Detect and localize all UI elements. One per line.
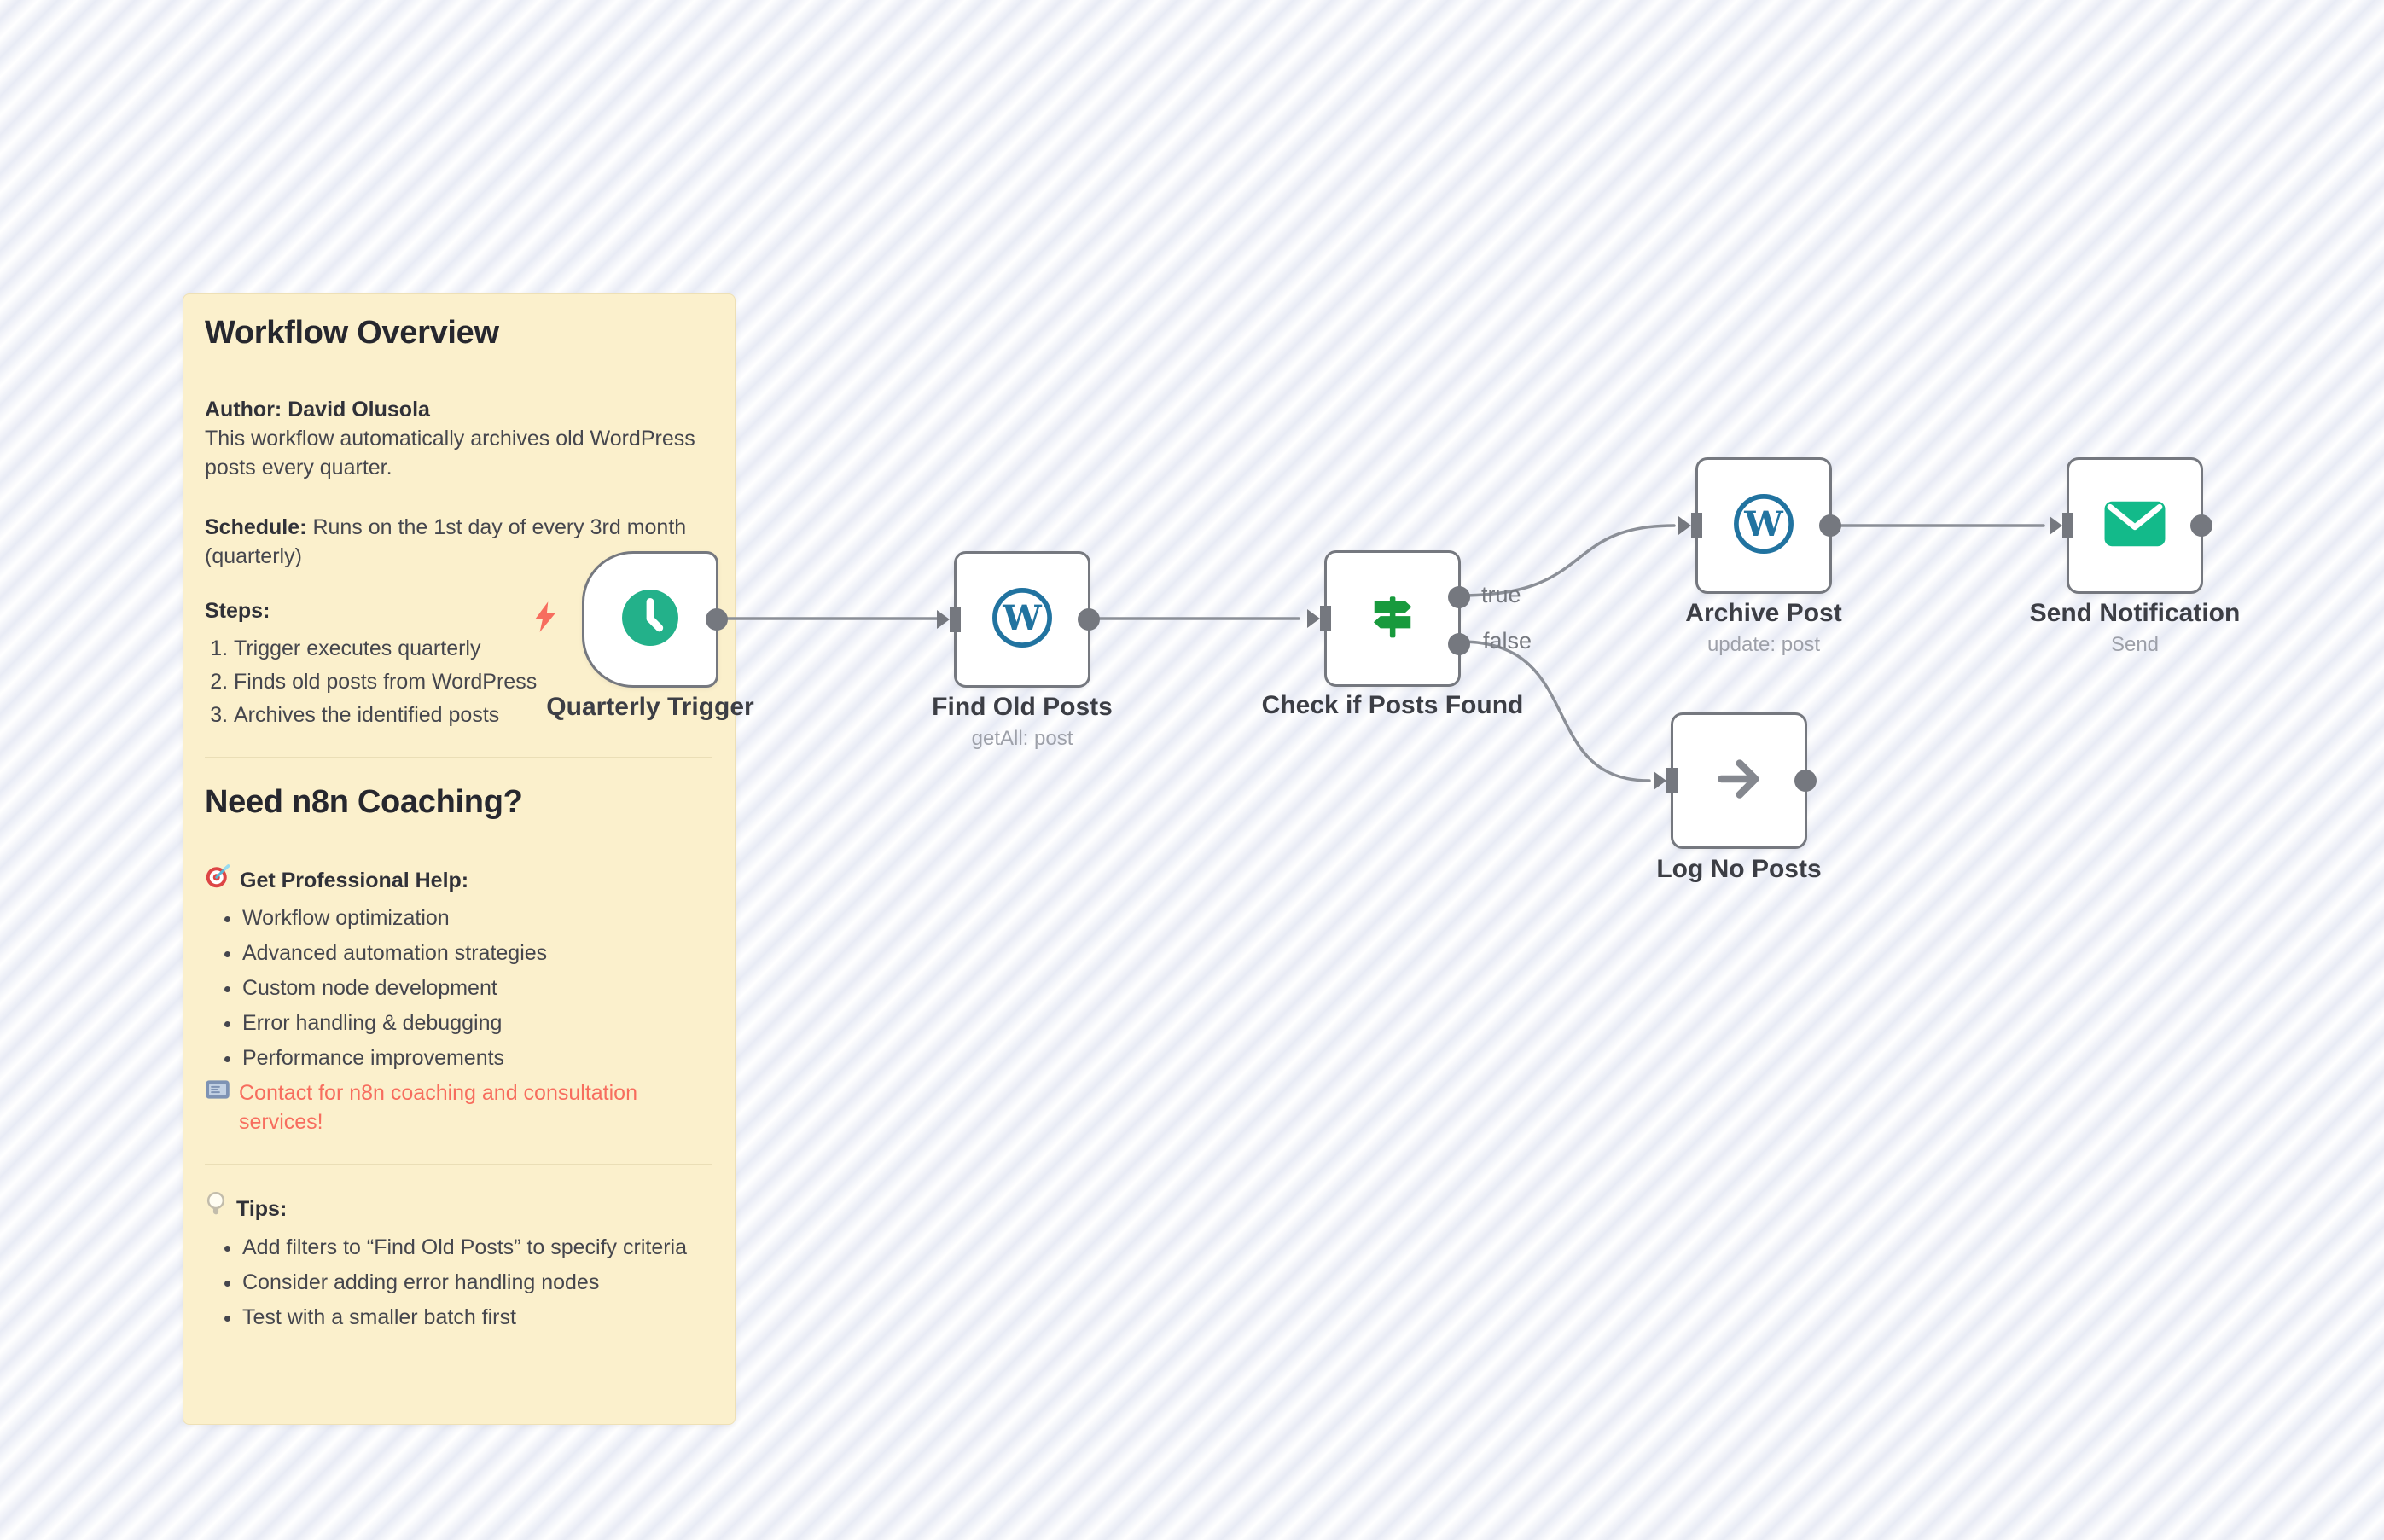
svg-text:W: W	[1743, 503, 1783, 543]
sticky-title: Workflow Overview	[205, 315, 499, 351]
schedule-line: Schedule: Runs on the 1st day of every 3…	[205, 513, 712, 571]
tip-item: Add filters to “Find Old Posts” to speci…	[242, 1233, 712, 1262]
branch-label-true: true	[1481, 582, 1521, 607]
branch-label-false: false	[1483, 628, 1532, 654]
node-send-notification[interactable]	[2050, 457, 2212, 594]
author-value: David Olusola	[288, 397, 430, 421]
bulb-icon	[205, 1191, 227, 1226]
wire-true-to-archive	[1459, 524, 1676, 597]
tip-item: Consider adding error handling nodes	[242, 1268, 712, 1297]
step-item: Trigger executes quarterly	[234, 634, 712, 663]
divider	[205, 1164, 712, 1166]
node-label: Log No Posts	[1656, 855, 1822, 883]
node-label: Find Old Posts	[932, 693, 1113, 721]
node-find-old-posts[interactable]: W	[937, 551, 1100, 688]
input-port	[2050, 513, 2073, 538]
node-label: Quarterly Trigger	[546, 693, 754, 721]
help-item: Error handling & debugging	[242, 1008, 712, 1037]
input-port	[937, 607, 961, 632]
node-label: Check if Posts Found	[1261, 691, 1524, 719]
input-port	[1307, 606, 1331, 631]
steps-label: Steps:	[205, 598, 270, 623]
node-subtitle: update: post	[1707, 633, 1821, 656]
help-item: Workflow optimization	[242, 904, 712, 933]
author-line: Author: David Olusola	[205, 395, 712, 424]
input-port	[1654, 768, 1678, 793]
node-label: Archive Post	[1685, 599, 1842, 627]
trigger-lightning-icon	[532, 601, 558, 637]
author-label: Author:	[205, 397, 282, 421]
node-log-no-posts[interactable]	[1654, 712, 1817, 849]
schedule-value: Runs on the 1st day of every 3rd month (…	[205, 514, 687, 568]
step-item: Finds old posts from WordPress	[234, 667, 712, 696]
help-list: Workflow optimization Advanced automatio…	[205, 904, 712, 1072]
help-heading: Get Professional Help:	[240, 868, 469, 892]
output-port-false[interactable]	[1448, 633, 1470, 655]
help-item: Performance improvements	[242, 1043, 712, 1072]
steps-list: Trigger executes quarterly Finds old pos…	[205, 634, 712, 729]
tips-heading: Tips:	[236, 1196, 288, 1221]
contact-link[interactable]: Contact for n8n coaching and consultatio…	[205, 1078, 712, 1136]
node-subtitle: getAll: post	[971, 727, 1073, 750]
sticky-note[interactable]: Workflow Overview Author: David Olusola …	[183, 293, 736, 1425]
svg-text:W: W	[1002, 596, 1042, 637]
wordpress-icon: W	[1733, 493, 1794, 559]
help-item: Advanced automation strategies	[242, 939, 712, 968]
workflow-description: This workflow automatically archives old…	[205, 426, 695, 479]
output-port[interactable]	[1819, 514, 1841, 537]
signpost-icon	[1364, 588, 1422, 650]
arrow-right-icon	[1711, 751, 1767, 811]
wire-false-to-log	[1459, 640, 1651, 782]
wordpress-icon: W	[991, 587, 1053, 653]
output-port[interactable]	[1794, 770, 1817, 792]
node-label: Send Notification	[2029, 599, 2241, 627]
tip-item: Test with a smaller batch first	[242, 1303, 712, 1332]
target-icon	[205, 863, 230, 897]
output-port[interactable]	[706, 608, 728, 631]
node-quarterly-trigger[interactable]	[582, 551, 728, 688]
envelope-icon	[2103, 500, 2166, 552]
node-archive-post[interactable]: W	[1678, 457, 1841, 594]
output-port[interactable]	[2190, 514, 2212, 537]
contact-email-icon	[205, 1078, 230, 1108]
clock-icon	[620, 588, 680, 652]
contact-text: Contact for n8n coaching and consultatio…	[239, 1081, 637, 1135]
tips-list: Add filters to “Find Old Posts” to speci…	[205, 1233, 712, 1332]
step-item: Archives the identified posts	[234, 700, 712, 729]
output-port[interactable]	[1078, 608, 1100, 631]
output-port-true[interactable]	[1448, 586, 1470, 608]
node-subtitle: Send	[2110, 633, 2160, 656]
schedule-label: Schedule:	[205, 514, 307, 539]
help-item: Custom node development	[242, 973, 712, 1002]
input-port	[1678, 513, 1702, 538]
help-heading-line: Get Professional Help:	[205, 863, 712, 897]
coaching-title: Need n8n Coaching?	[205, 783, 523, 820]
tips-heading-line: Tips:	[205, 1191, 712, 1226]
node-check-if-posts-found[interactable]	[1307, 550, 1470, 687]
divider	[205, 756, 712, 758]
